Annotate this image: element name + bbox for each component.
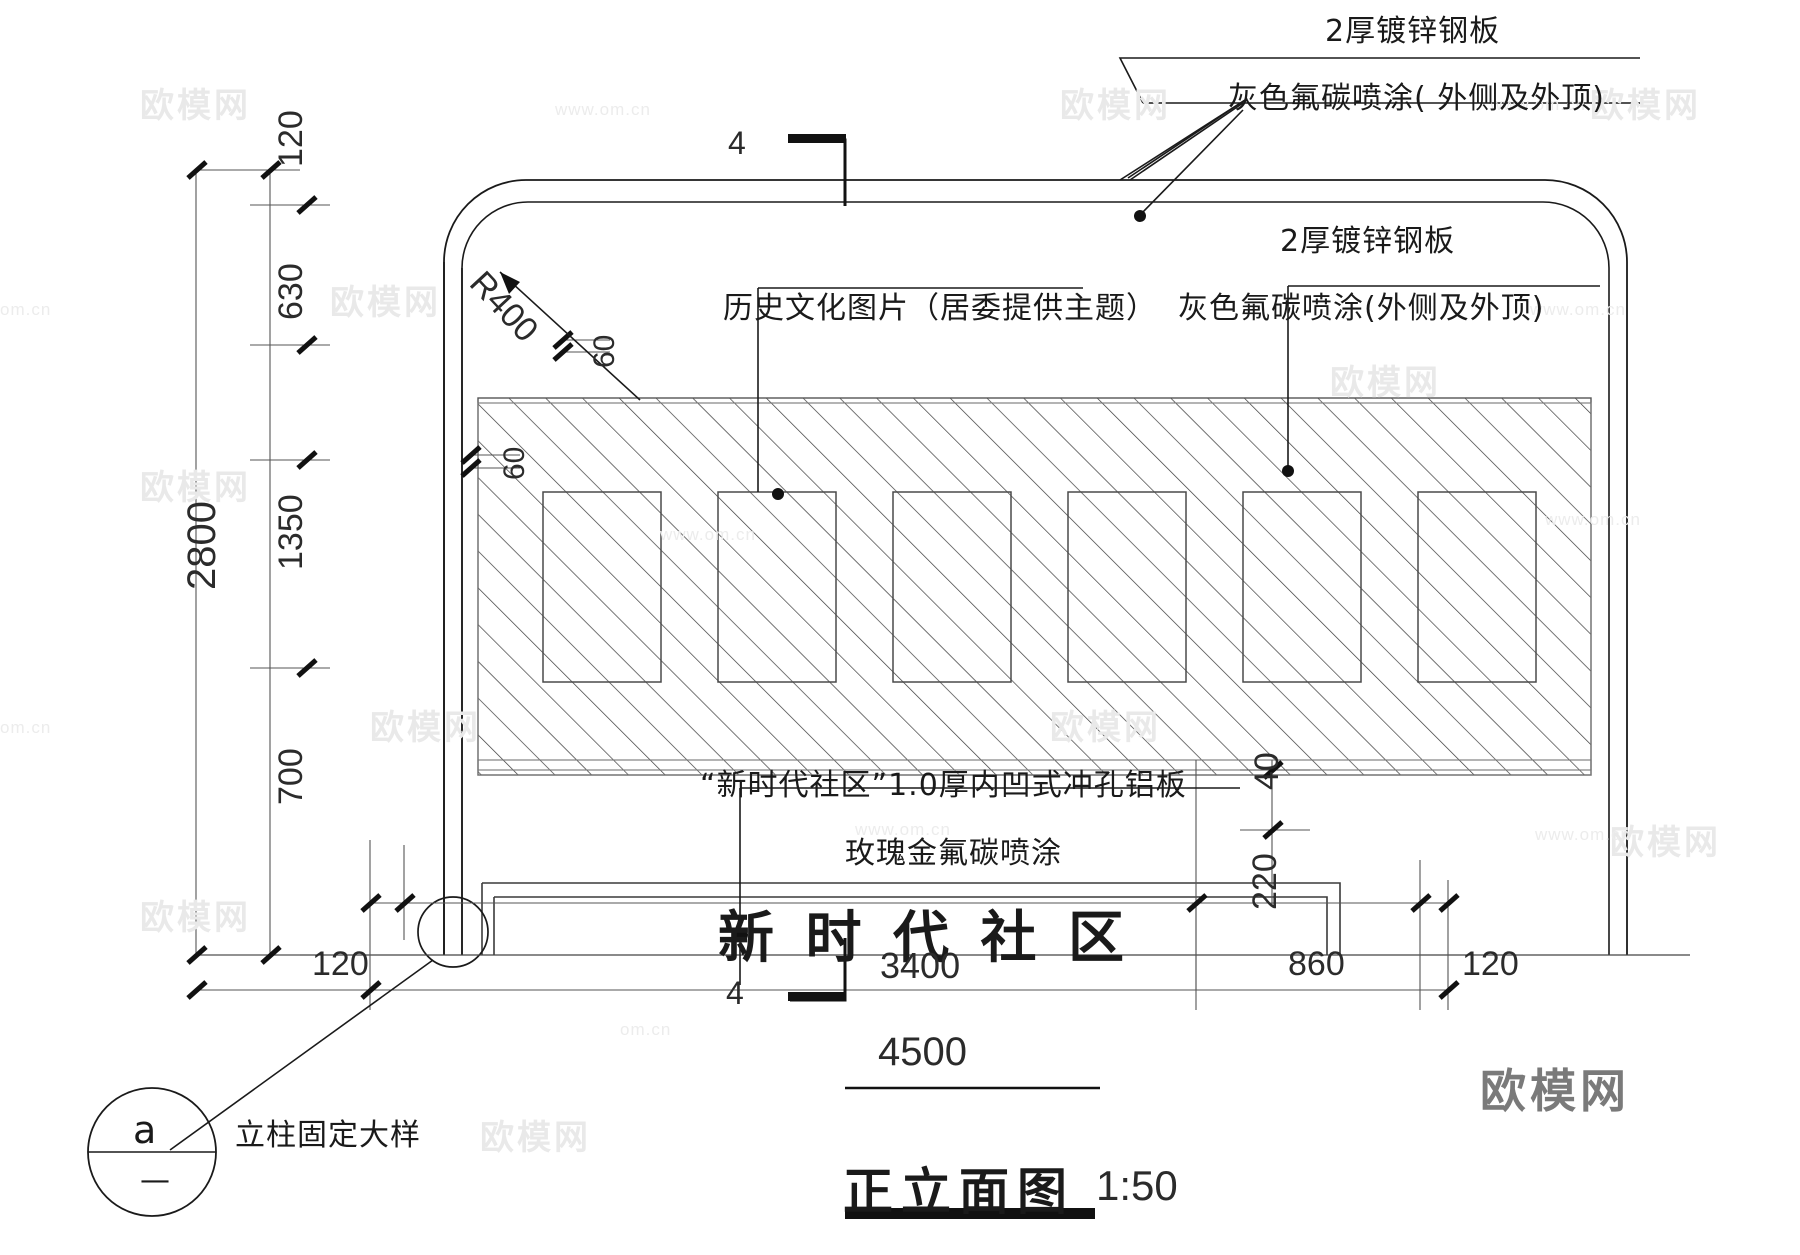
dim-860: 860: [1288, 945, 1345, 983]
dim-3400: 3400: [880, 945, 961, 986]
dim-40: 40: [1248, 752, 1286, 790]
title-underline: [845, 1208, 1095, 1219]
section-marker-bottom: [788, 938, 847, 1002]
picture-slot-3: [892, 491, 1012, 683]
dim-vertical-630: 630: [272, 263, 310, 320]
section-marker-label-bottom: 4: [726, 975, 744, 1011]
drawing-scale: 1:50: [1096, 1162, 1178, 1209]
sign-inner-shell: [461, 201, 1610, 955]
dim-220: 220: [1246, 853, 1284, 910]
dimension-ticks: [186, 160, 1460, 1000]
annotation-panel-note-1: “新时代社区”1.0厚内凹式冲孔铝板: [700, 768, 1187, 803]
section-marker-label-top: 4: [728, 125, 746, 161]
logo-watermark: 欧模网: [1480, 1064, 1630, 1118]
radius-leader: [499, 271, 641, 401]
picture-slot-1: [542, 491, 662, 683]
detail-callout-circle: [417, 896, 489, 968]
dim-vertical-120: 120: [272, 110, 310, 167]
dim-vertical-total-2800: 2800: [180, 501, 224, 590]
detail-bubble-letter: a: [133, 1108, 157, 1152]
dim-vertical-1350: 1350: [272, 494, 310, 570]
sign-face-text: 新 时 代 社 区: [718, 906, 1130, 971]
picture-slot-4: [1067, 491, 1187, 683]
annotation-mid-right-line2: 灰色氟碳喷涂(外侧及外顶): [1178, 291, 1545, 326]
detail-bubble-sub: —: [140, 1163, 170, 1198]
dim-60-a: 60: [588, 334, 621, 368]
annotation-top-right-line1: 2厚镀锌钢板: [1325, 14, 1501, 49]
picture-slot-6: [1417, 491, 1537, 683]
annotation-mid-right-line1: 2厚镀锌钢板: [1280, 224, 1456, 259]
annotation-history-photo: 历史文化图片（居委提供主题）: [723, 291, 1157, 326]
leader-lines: [169, 57, 1640, 1151]
dim-60-b: 60: [498, 446, 531, 480]
dim-120-left: 120: [312, 945, 369, 983]
annotation-panel-note-2: 玫瑰金氟碳喷涂: [845, 836, 1062, 871]
display-panel: [477, 397, 1592, 776]
detail-label: 立柱固定大样: [235, 1118, 421, 1153]
picture-slot-5: [1242, 491, 1362, 683]
dim-vertical-700: 700: [272, 748, 310, 805]
sign-outer-shell: [443, 179, 1628, 955]
section-marker-top: [788, 134, 847, 206]
drawing-title: 正立面图: [843, 1163, 1075, 1221]
base-plinth: [481, 882, 1341, 955]
detail-bubble: [87, 1087, 217, 1217]
annotation-top-right-line2: 灰色氟碳喷涂( 外侧及外顶): [1228, 81, 1605, 116]
dim-120-right: 120: [1462, 945, 1519, 983]
dim-total-4500: 4500: [878, 1030, 967, 1074]
leader-dots: [736, 210, 1294, 941]
left-post: [417, 262, 489, 968]
